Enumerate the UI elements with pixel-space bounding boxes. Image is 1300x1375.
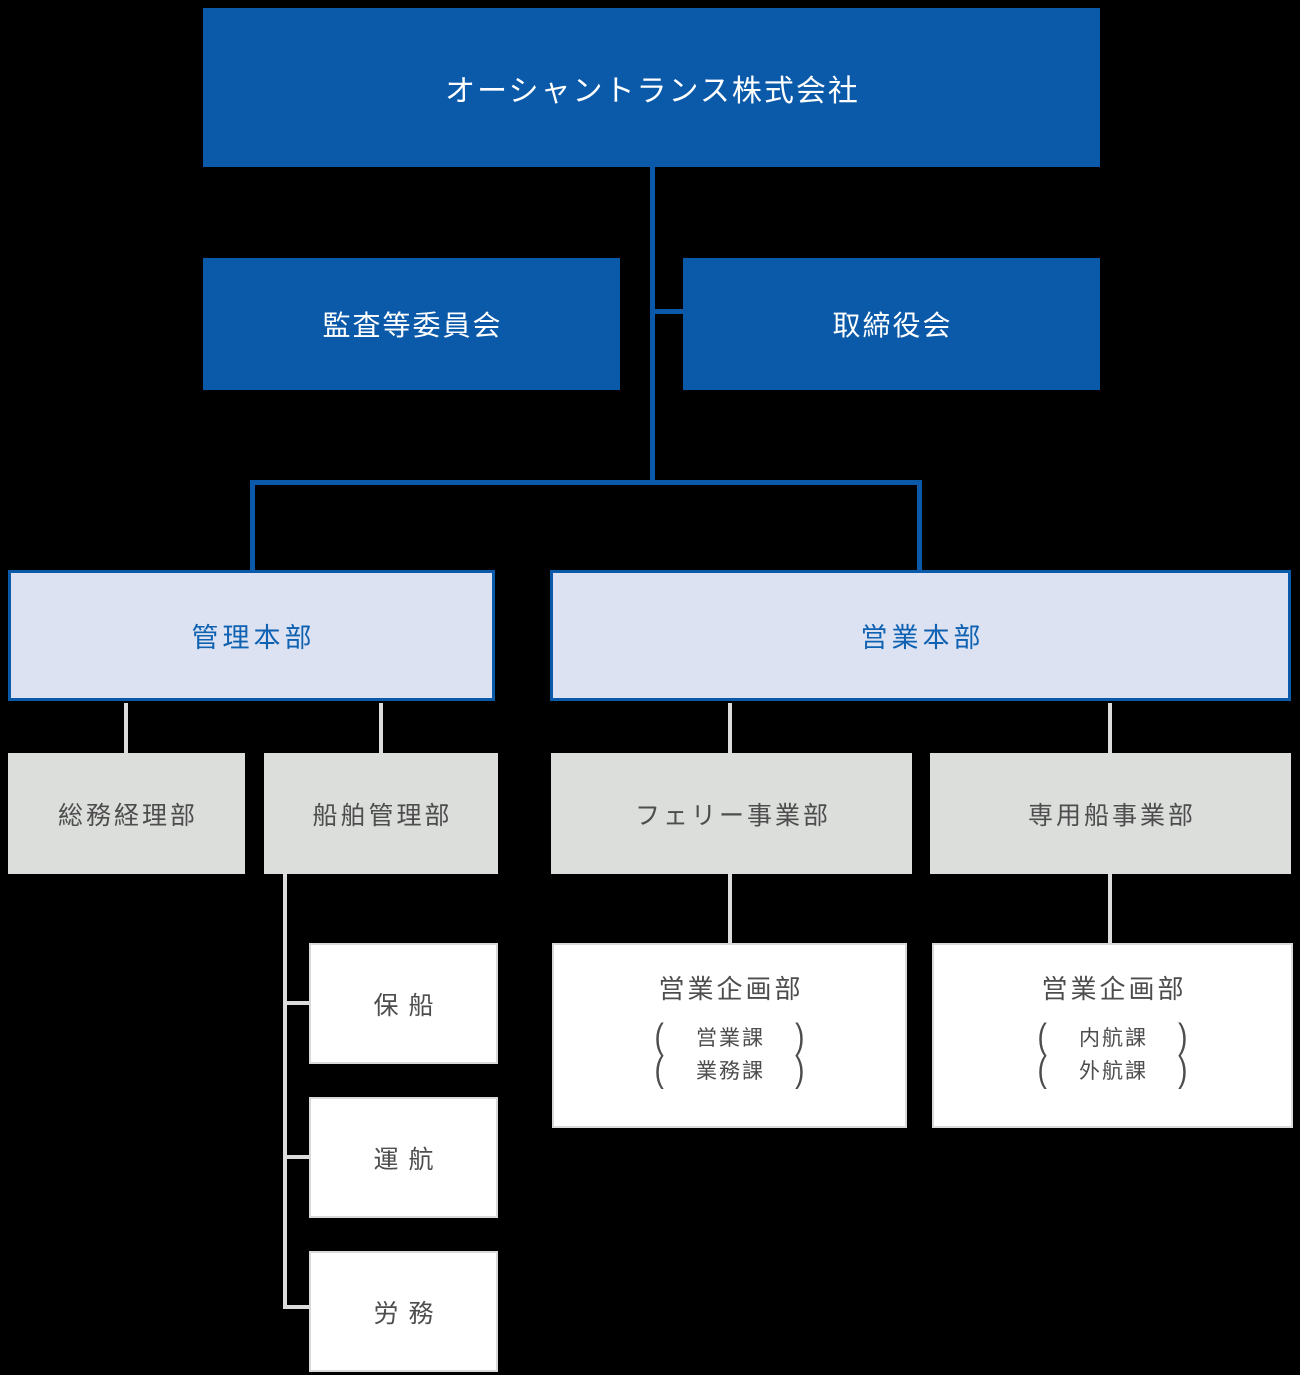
open-paren: ( <box>1037 1048 1047 1089</box>
connector-section-maintenance-stub <box>283 1001 309 1005</box>
dept-general-affairs-label: 総務経理部 <box>57 801 198 830</box>
connector-dedicated-ship <box>1108 703 1112 753</box>
sales-division-box: 営業本部 <box>550 570 1291 701</box>
connector-general-affairs <box>124 703 128 753</box>
company-root-box: オーシャントランス株式会社 <box>203 8 1100 167</box>
open-paren: ( <box>654 1048 664 1089</box>
audit-committee-box: 監査等委員会 <box>203 258 620 390</box>
connector-section-operation-stub <box>283 1155 309 1159</box>
unit-row: ( 外航課 ) <box>1037 1048 1188 1089</box>
unit-row: ( 業務課 ) <box>654 1048 805 1089</box>
dept-ferry-business-label: フェリー事業部 <box>634 801 831 830</box>
board-of-directors-box: 取締役会 <box>683 258 1100 390</box>
sales-planning-dedicated-title: 営業企画部 <box>1041 974 1187 1004</box>
unit-label: 業務課 <box>696 1059 765 1083</box>
close-paren: ) <box>795 1015 805 1056</box>
dept-sales-planning-dedicated-box: 営業企画部 ( 内航課 ) ( 外航課 ) <box>932 943 1293 1128</box>
section-ship-maintenance-label: 保船 <box>373 991 444 1020</box>
section-labor-box: 労務 <box>309 1251 498 1372</box>
admin-division-label: 管理本部 <box>191 623 316 653</box>
sales-planning-ferry-units: ( 営業課 ) ( 業務課 ) <box>654 1015 805 1089</box>
admin-division-box: 管理本部 <box>8 570 495 701</box>
dept-ship-management-label: 船舶管理部 <box>312 801 453 830</box>
unit-label: 営業課 <box>696 1026 765 1050</box>
section-labor-label: 労務 <box>373 1299 444 1328</box>
connector-ferry-business <box>728 703 732 753</box>
connector-section-labor-stub <box>283 1305 309 1309</box>
close-paren: ) <box>1178 1015 1188 1056</box>
open-paren: ( <box>654 1015 664 1056</box>
sales-planning-dedicated-units: ( 内航課 ) ( 外航課 ) <box>1037 1015 1188 1089</box>
dept-sales-planning-ferry-box: 営業企画部 ( 営業課 ) ( 業務課 ) <box>552 943 907 1128</box>
sales-planning-ferry-title: 営業企画部 <box>658 974 804 1004</box>
dept-dedicated-ship-label: 専用船事業部 <box>1027 801 1196 830</box>
connector-ferry-planning <box>728 874 732 943</box>
connector-ship-management <box>379 703 383 753</box>
close-paren: ) <box>795 1048 805 1089</box>
company-root-label: オーシャントランス株式会社 <box>445 74 860 108</box>
dept-dedicated-ship-box: 専用船事業部 <box>930 753 1291 874</box>
unit-row: ( 営業課 ) <box>654 1015 805 1056</box>
connector-dedicated-planning <box>1108 874 1112 943</box>
section-ship-maintenance-box: 保船 <box>309 943 498 1064</box>
unit-label: 外航課 <box>1079 1059 1148 1083</box>
connector-root-vertical <box>650 167 655 485</box>
dept-ferry-business-box: フェリー事業部 <box>551 753 912 874</box>
section-operation-label: 運航 <box>373 1145 444 1174</box>
dept-general-affairs-box: 総務経理部 <box>8 753 245 874</box>
connector-ship-sections-vertical <box>283 874 287 1309</box>
connector-sales-division-drop <box>917 485 922 570</box>
close-paren: ) <box>1178 1048 1188 1089</box>
open-paren: ( <box>1037 1015 1047 1056</box>
connector-board-stub <box>652 309 683 314</box>
unit-label: 内航課 <box>1079 1026 1148 1050</box>
dept-ship-management-box: 船舶管理部 <box>264 753 498 874</box>
unit-row: ( 内航課 ) <box>1037 1015 1188 1056</box>
connector-admin-division-drop <box>250 485 255 570</box>
audit-committee-label: 監査等委員会 <box>322 310 503 341</box>
section-operation-box: 運航 <box>309 1097 498 1218</box>
connector-divisions-horizontal <box>250 480 922 485</box>
board-of-directors-label: 取締役会 <box>832 310 953 341</box>
sales-division-label: 営業本部 <box>860 623 985 653</box>
